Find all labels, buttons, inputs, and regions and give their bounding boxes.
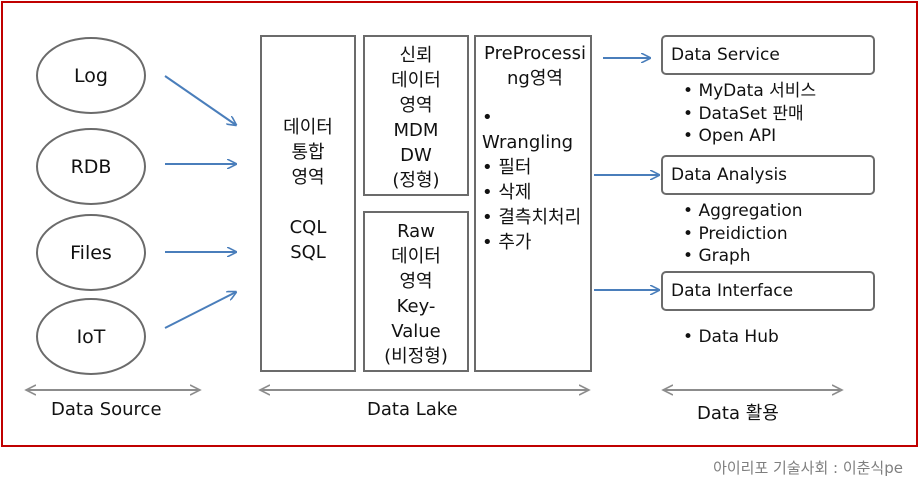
raw-line: Key-	[396, 296, 436, 317]
preprocessing-steps: Wrangling 필터 삭제 결측치처리 추가	[482, 105, 588, 255]
integrated-line: 통합	[291, 142, 325, 163]
source-rdb: RDB	[36, 128, 146, 205]
step-label: 추가	[498, 232, 532, 253]
raw-data-area: Raw 데이터 영역 Key- Value (비정형)	[363, 211, 469, 372]
service-item: MyData 서비스	[683, 80, 816, 103]
item-label: MyData 서비스	[698, 81, 817, 101]
interface-item: Data Hub	[683, 326, 779, 349]
data-service-title: Data Service	[671, 45, 780, 65]
step-label: Wrangling	[482, 132, 574, 153]
step-label: 필터	[498, 157, 532, 178]
source-files: Files	[36, 214, 146, 291]
item-label: Open API	[698, 126, 777, 146]
integrated-line: SQL	[290, 242, 326, 263]
arrow-iot	[164, 292, 236, 329]
preprocessing-title: ng영역	[507, 68, 563, 89]
step-label: 결측치처리	[498, 207, 582, 228]
data-analysis-title: Data Analysis	[671, 165, 788, 185]
service-item: Open API	[683, 125, 816, 148]
preprocessing-step: 결측치처리	[482, 205, 588, 230]
trusted-line: DW	[400, 145, 432, 166]
raw-line: (비정형)	[384, 346, 448, 367]
raw-line: 영역	[399, 271, 433, 292]
item-label: DataSet 판매	[698, 103, 804, 124]
label-data-lake: Data Lake	[367, 399, 458, 420]
data-interface-items: Data Hub	[683, 326, 779, 349]
preprocessing-title: PreProcessi	[484, 43, 586, 64]
service-item: DataSet 판매	[683, 103, 816, 126]
data-service-items: MyData 서비스 DataSet 판매 Open API	[683, 80, 816, 148]
preprocessing-step: 삭제	[482, 180, 588, 205]
trusted-line: (정형)	[392, 170, 440, 191]
preprocessing-area: PreProcessi ng영역 Wrangling 필터 삭제 결측치처리 추…	[474, 35, 592, 372]
integrated-line: 영역	[291, 167, 325, 188]
item-label: Preidiction	[698, 223, 788, 244]
source-iot: IoT	[36, 298, 146, 375]
raw-line: 데이터	[391, 246, 441, 267]
item-label: Data Hub	[698, 327, 779, 347]
preprocessing-step: 추가	[482, 230, 588, 255]
data-analysis-box: Data Analysis	[661, 155, 875, 195]
label-data-usage: Data 활용	[697, 403, 779, 424]
analysis-item: Preidiction	[683, 223, 803, 246]
source-log: Log	[36, 37, 146, 114]
integrated-line: 데이터	[283, 117, 333, 138]
analysis-item: Aggregation	[683, 200, 803, 223]
trusted-line: 신뢰	[399, 45, 433, 66]
trusted-line: 데이터	[391, 70, 441, 91]
analysis-item: Graph	[683, 245, 803, 268]
step-label: 삭제	[498, 182, 532, 203]
data-interface-box: Data Interface	[661, 271, 875, 311]
trusted-line: MDM	[393, 120, 439, 141]
label-data-source: Data Source	[51, 399, 162, 420]
raw-line: Raw	[397, 221, 435, 242]
data-service-box: Data Service	[661, 35, 875, 75]
integrated-data-area: 데이터 통합 영역 CQL SQL	[260, 35, 356, 372]
item-label: Aggregation	[698, 201, 803, 221]
data-analysis-items: Aggregation Preidiction Graph	[683, 200, 803, 268]
diagram-frame	[1, 1, 918, 447]
trusted-line: 영역	[399, 95, 433, 116]
credit-text: 아이리포 기술사회 : 이춘식pe	[713, 459, 903, 477]
item-label: Graph	[698, 246, 751, 266]
raw-line: Value	[391, 321, 441, 342]
integrated-line: CQL	[289, 217, 327, 238]
arrow-log	[164, 75, 236, 125]
data-interface-title: Data Interface	[671, 281, 794, 301]
trusted-data-area: 신뢰 데이터 영역 MDM DW (정형)	[363, 35, 469, 196]
preprocessing-step: 필터	[482, 155, 588, 180]
preprocessing-step: Wrangling	[482, 105, 588, 155]
